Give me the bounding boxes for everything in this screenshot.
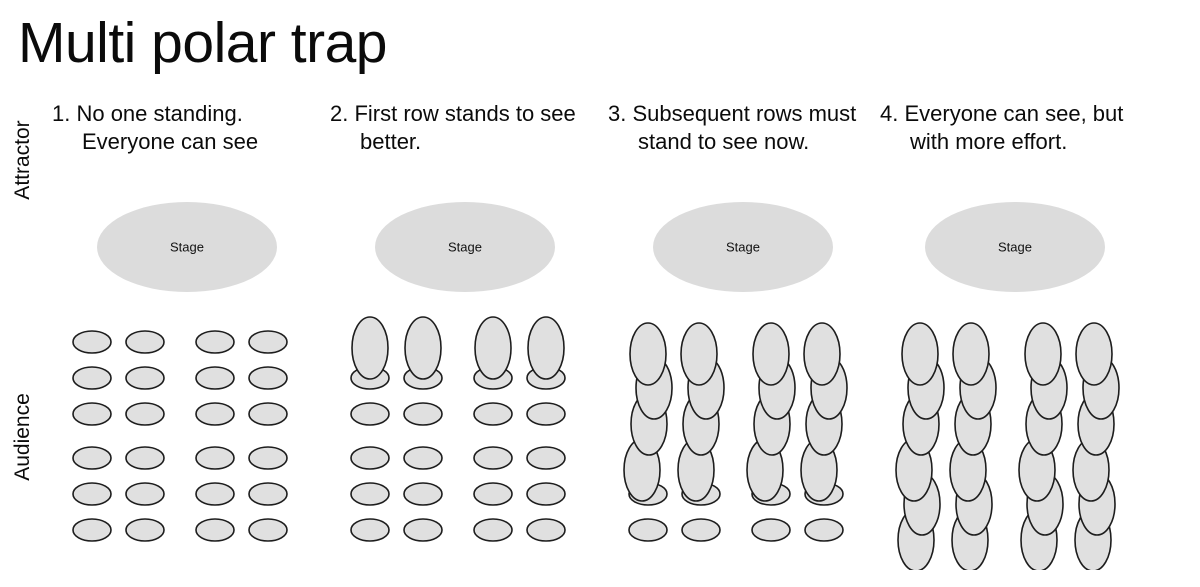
person-standing-r1c4: [527, 316, 565, 380]
stage-shape: [925, 202, 1105, 292]
panel-2: 2. First row stands to see better. Stage: [330, 100, 600, 570]
panel-3-scene: Stage: [608, 192, 878, 570]
person-sitting-r3c2: [125, 402, 165, 426]
person-sitting-r3c3: [195, 402, 235, 426]
person-sitting-r3c4: [526, 402, 566, 426]
stage-shape: [375, 202, 555, 292]
person-sitting-r4c2: [125, 446, 165, 470]
person-sitting-r5c2: [125, 482, 165, 506]
stage-shape: [97, 202, 277, 292]
person-sitting-r6c1: [350, 518, 390, 542]
person-sitting-r3c1: [350, 402, 390, 426]
person-sitting-r5c1: [72, 482, 112, 506]
stage-label: Stage: [998, 239, 1032, 254]
person-sitting-r2c1: [72, 366, 112, 390]
person-standing-r1c1: [629, 322, 667, 386]
person-sitting-r5c3: [195, 482, 235, 506]
seating-chart-3: Stage: [623, 202, 848, 542]
person-sitting-r2c4: [248, 366, 288, 390]
panel-2-heading: 2. First row stands to see better.: [330, 101, 576, 155]
person-sitting-r6c2: [125, 518, 165, 542]
axis-label-audience: Audience: [11, 393, 34, 481]
person-sitting-r5c1: [350, 482, 390, 506]
stage-label: Stage: [170, 239, 204, 254]
seating-chart-2: Stage: [350, 202, 566, 542]
person-sitting-r6c1: [72, 518, 112, 542]
person-sitting-r4c3: [473, 446, 513, 470]
person-standing-r1c3: [752, 322, 790, 386]
person-standing-r1c3: [1024, 322, 1062, 386]
person-sitting-r2c3: [195, 366, 235, 390]
person-sitting-r5c2: [403, 482, 443, 506]
stage-label: Stage: [726, 239, 760, 254]
person-sitting-r1c1: [72, 330, 112, 354]
person-sitting-r3c2: [403, 402, 443, 426]
panel-1-scene: Stage: [52, 192, 322, 570]
person-sitting-r4c4: [526, 446, 566, 470]
person-sitting-r3c1: [72, 402, 112, 426]
panel-3: 3. Subsequent rows must stand to see now…: [608, 100, 878, 570]
person-sitting-r1c2: [125, 330, 165, 354]
person-sitting-r6c4: [526, 518, 566, 542]
person-standing-r1c4: [1075, 322, 1113, 386]
panel-2-scene: Stage: [330, 192, 600, 570]
person-standing-r1c2: [404, 316, 442, 380]
person-standing-r1c4: [803, 322, 841, 386]
person-sitting-r5c3: [473, 482, 513, 506]
person-sitting-r5c4: [248, 482, 288, 506]
person-sitting-r6c2: [681, 518, 721, 542]
panel-3-heading: 3. Subsequent rows must stand to see now…: [608, 101, 857, 155]
seating-chart-4: Stage: [895, 202, 1120, 570]
axis-label-attractor: Attractor: [11, 120, 34, 200]
panel-1-heading: 1. No one standing. Everyone can see: [52, 101, 259, 155]
stage-label: Stage: [448, 239, 482, 254]
seating-chart-1: Stage: [72, 202, 288, 542]
person-sitting-r6c4: [804, 518, 844, 542]
person-sitting-r6c3: [195, 518, 235, 542]
page-title: Multi polar trap: [18, 11, 388, 75]
person-sitting-r6c3: [473, 518, 513, 542]
person-sitting-r6c3: [751, 518, 791, 542]
person-sitting-r4c4: [248, 446, 288, 470]
person-sitting-r4c1: [72, 446, 112, 470]
person-sitting-r3c4: [248, 402, 288, 426]
stage-shape: [653, 202, 833, 292]
person-sitting-r4c2: [403, 446, 443, 470]
person-standing-r1c3: [474, 316, 512, 380]
person-sitting-r1c4: [248, 330, 288, 354]
person-sitting-r6c2: [403, 518, 443, 542]
person-standing-r1c2: [680, 322, 718, 386]
person-sitting-r6c4: [248, 518, 288, 542]
person-sitting-r1c3: [195, 330, 235, 354]
panel-4-heading: 4. Everyone can see, but with more effor…: [880, 101, 1124, 155]
person-standing-r1c1: [351, 316, 389, 380]
person-sitting-r5c4: [526, 482, 566, 506]
person-standing-r1c1: [901, 322, 939, 386]
person-sitting-r2c2: [125, 366, 165, 390]
person-sitting-r6c1: [628, 518, 668, 542]
panel-1: 1. No one standing. Everyone can see Sta…: [52, 100, 322, 570]
panel-4-scene: Stage: [880, 192, 1150, 570]
person-sitting-r3c3: [473, 402, 513, 426]
person-sitting-r4c3: [195, 446, 235, 470]
person-standing-r1c2: [952, 322, 990, 386]
person-sitting-r4c1: [350, 446, 390, 470]
panel-4: 4. Everyone can see, but with more effor…: [880, 100, 1150, 570]
